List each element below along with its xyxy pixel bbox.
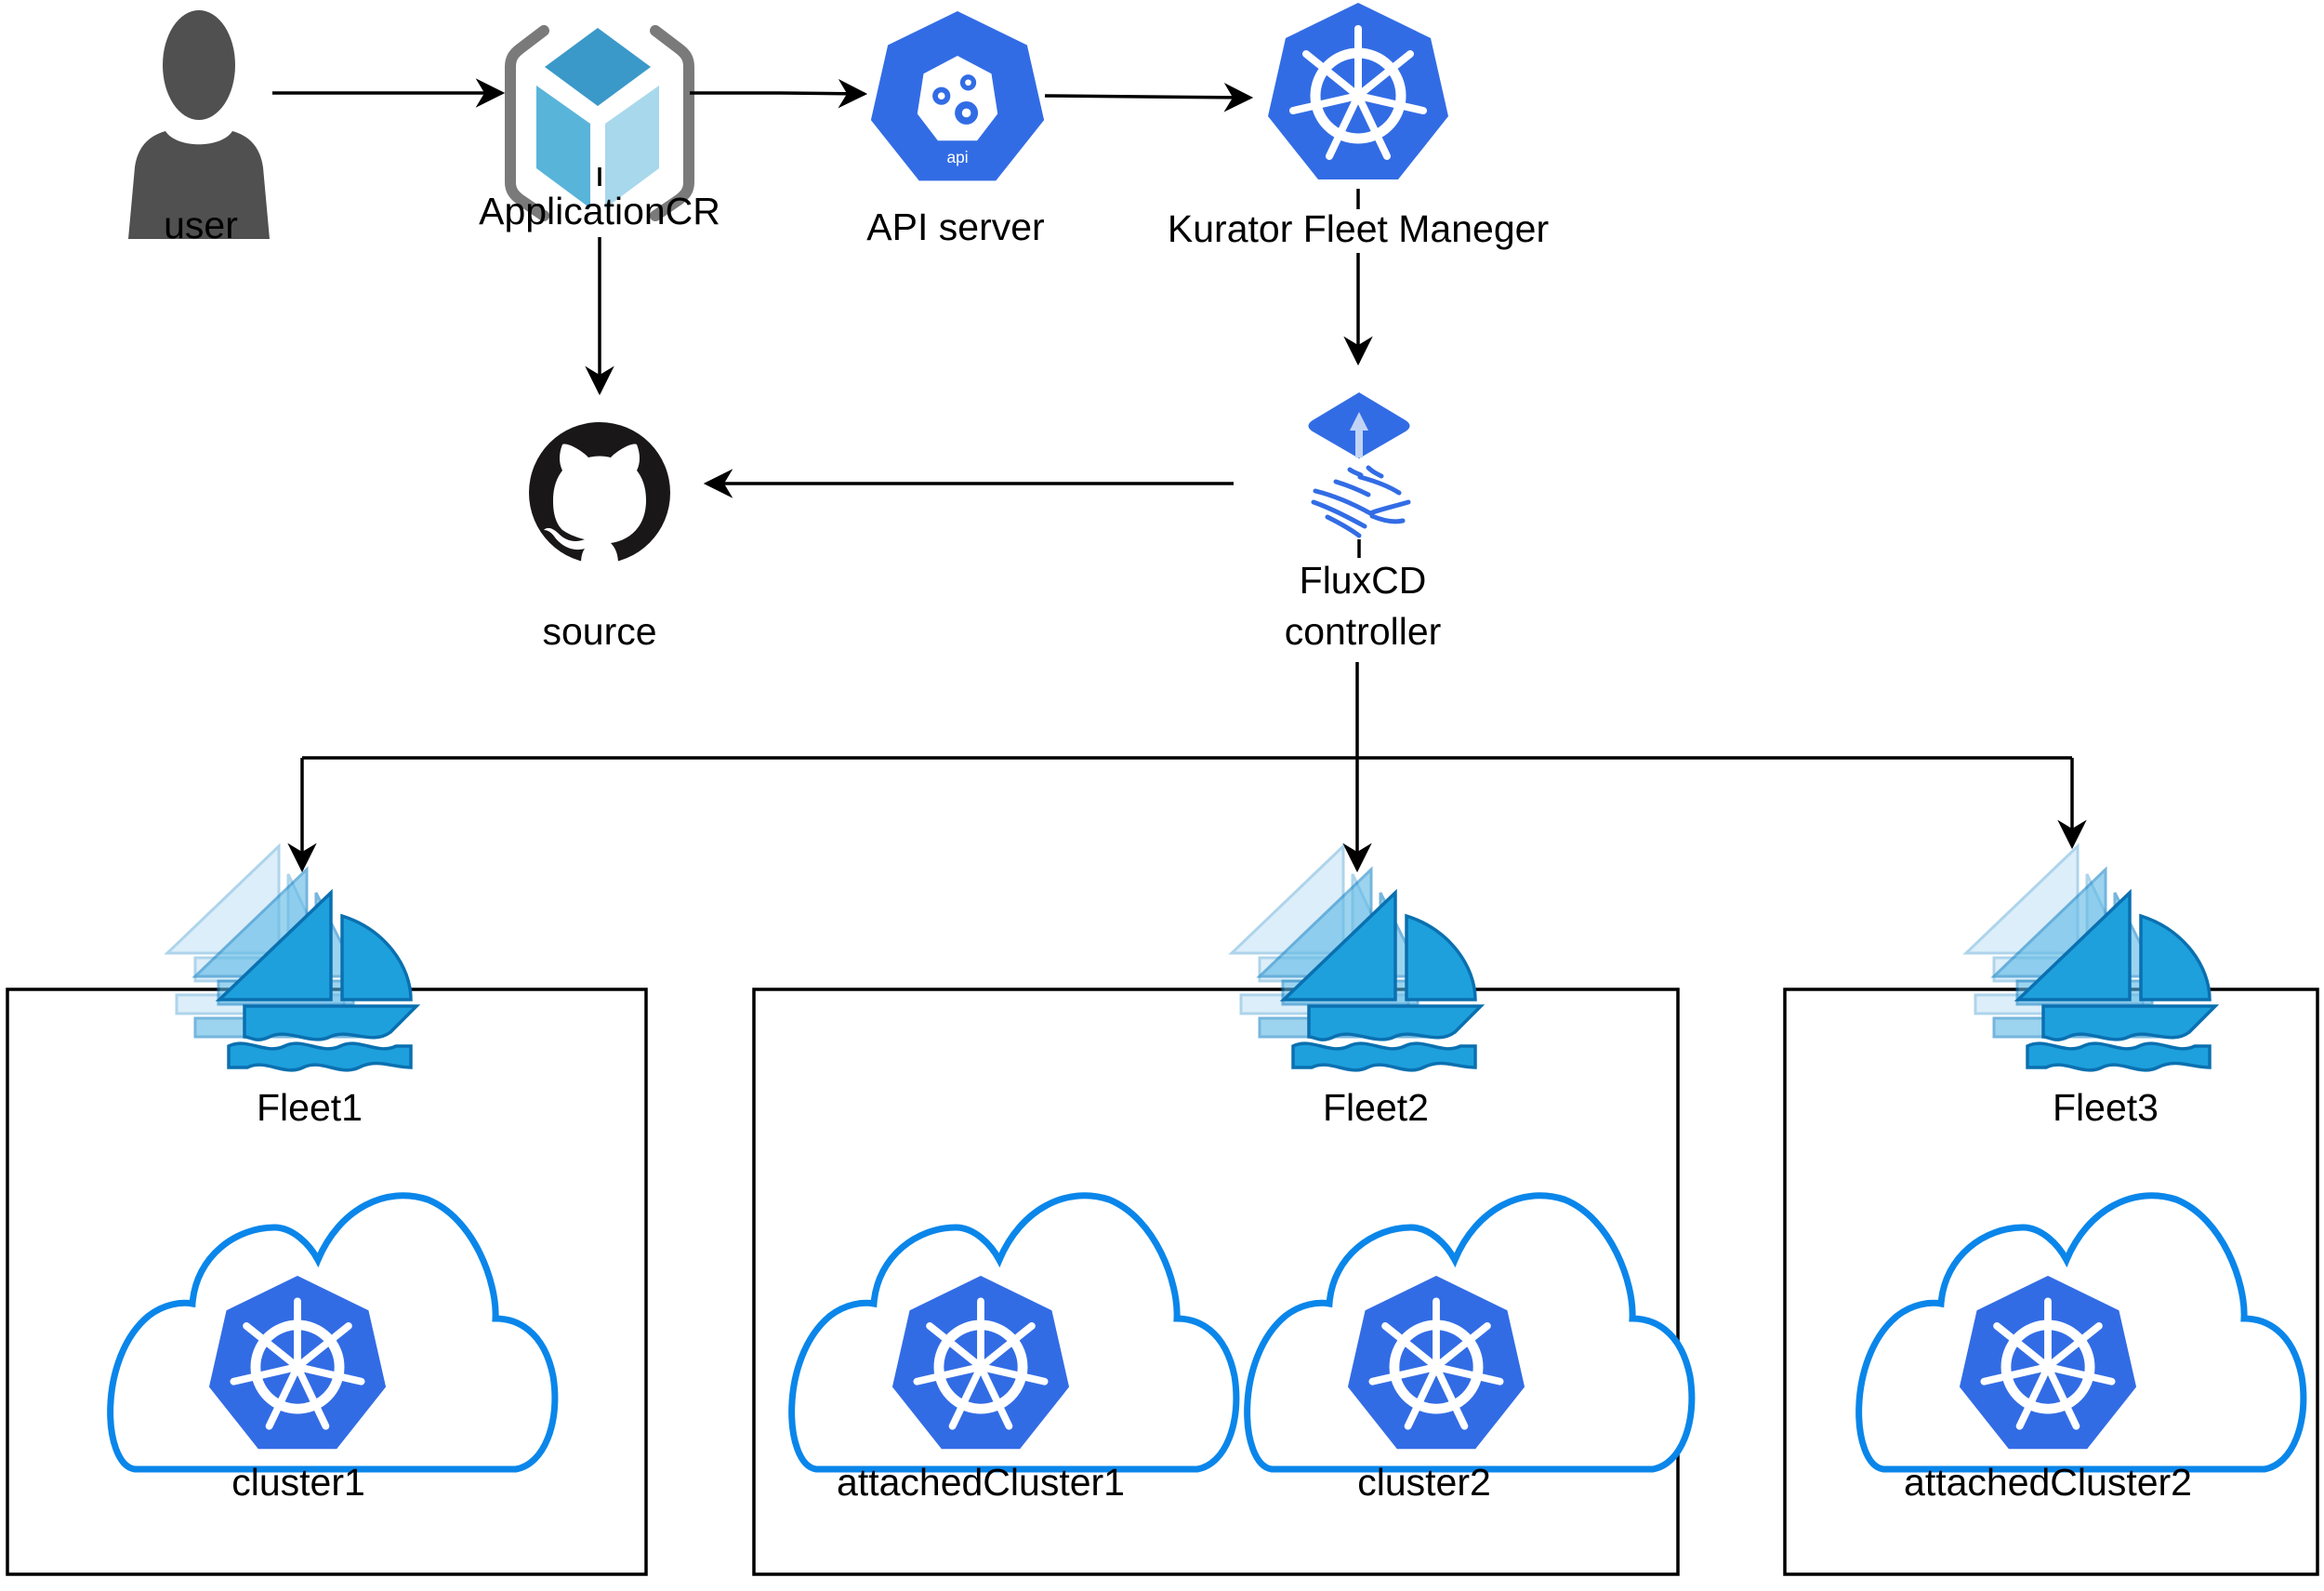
application-cr-node[interactable]: ApplicationCR <box>479 25 720 232</box>
fluxcd-label-line2: controller <box>1285 610 1442 653</box>
cluster-label: attachedCluster1 <box>837 1461 1125 1504</box>
fleet-2-container <box>752 988 1680 1576</box>
api-server-label: API server <box>866 206 1044 248</box>
cluster-label: cluster1 <box>231 1461 365 1504</box>
fluxcd-icon <box>1308 392 1411 538</box>
fluxcd-node[interactable]: FluxCD controller <box>1285 392 1442 653</box>
cluster-label: attachedCluster2 <box>1904 1461 2192 1504</box>
source-label: source <box>542 610 656 653</box>
custom-resource-cube-icon <box>505 25 694 221</box>
cluster-label: cluster2 <box>1357 1461 1491 1504</box>
cluster-2[interactable]: cluster2 <box>1248 1196 1692 1504</box>
api-badge: api <box>946 148 968 166</box>
fleet-2[interactable]: Fleet2 attachedCluster1 cluster2 <box>752 844 1692 1576</box>
kubernetes-helm-wheel-icon <box>1268 3 1448 179</box>
user-icon <box>128 10 270 239</box>
fleet-3[interactable]: Fleet3 attachedCluster2 <box>1783 844 2319 1576</box>
fleet-manager-node[interactable]: Kurator Fleet Maneger <box>1168 3 1549 250</box>
edge-applicationcr-to-apiserver <box>690 78 868 109</box>
fleet-1[interactable]: Fleet1 cluster1 <box>6 844 648 1576</box>
user-node[interactable]: user <box>128 10 270 246</box>
fleet-1-sailboat-icon <box>165 844 418 1072</box>
kubernetes-api-icon: api <box>870 10 1045 181</box>
user-label: user <box>164 204 238 246</box>
github-icon <box>529 422 670 563</box>
fleet-2-label: Fleet2 <box>1323 1086 1429 1129</box>
attached-cluster-1[interactable]: attachedCluster1 <box>792 1196 1236 1504</box>
cluster-1[interactable]: cluster1 <box>111 1196 555 1504</box>
edge-apiserver-to-fleetmanager <box>1044 82 1254 113</box>
fleet-1-label: Fleet1 <box>257 1086 363 1129</box>
fleet-3-sailboat-icon <box>1964 844 2217 1072</box>
fleet-manager-label: Kurator Fleet Maneger <box>1168 207 1549 250</box>
attached-cluster-2[interactable]: attachedCluster2 <box>1859 1196 2304 1504</box>
fleet-2-sailboat-icon <box>1230 844 1483 1072</box>
application-cr-label: ApplicationCR <box>479 190 720 232</box>
fluxcd-label-line1: FluxCD <box>1300 559 1427 602</box>
fleet-3-label: Fleet3 <box>2053 1086 2159 1129</box>
api-server-node[interactable]: api API server <box>866 10 1045 248</box>
source-node[interactable]: source <box>529 422 670 653</box>
